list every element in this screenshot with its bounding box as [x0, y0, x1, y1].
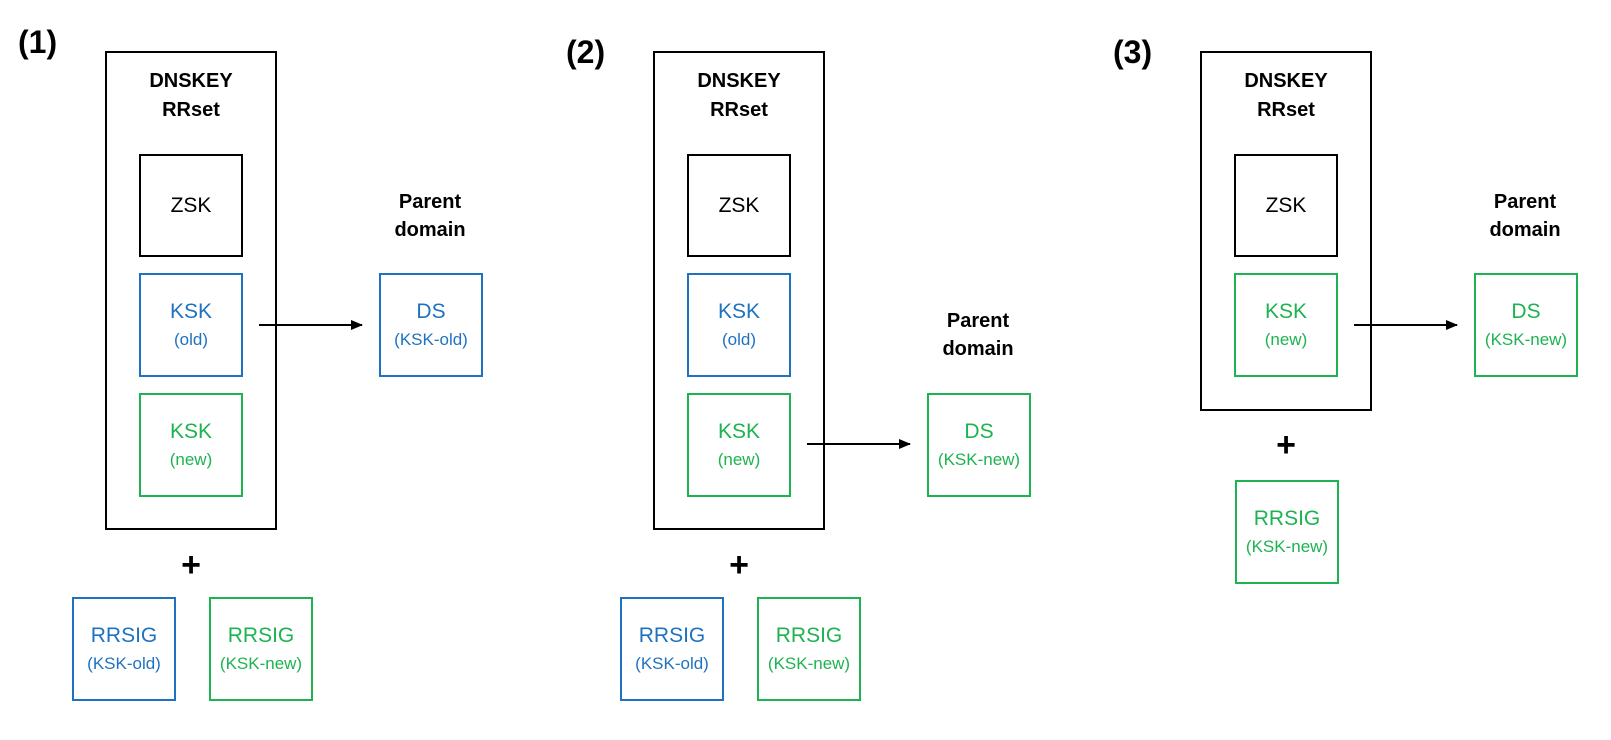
rrset-title-line1: DNSKEY	[697, 70, 781, 92]
parent-label-line1: Parent	[946, 310, 1010, 332]
rrsig-label: RRSIG	[1253, 507, 1321, 530]
rrsig-sublabel: (KSK-old)	[87, 654, 161, 673]
zsk-key: ZSK	[139, 154, 243, 257]
parent-label-line1: Parent	[398, 191, 462, 213]
step-label: (3)	[1113, 34, 1153, 70]
parent-domain-label: Parent domain	[1465, 188, 1585, 244]
parent-domain-label: Parent domain	[370, 188, 490, 244]
rrsig-label: RRSIG	[90, 624, 158, 647]
zsk-key: ZSK	[687, 154, 791, 257]
rrsig-ksk-new: RRSIG (KSK-new)	[209, 597, 313, 701]
parent-label-line2: domain	[1489, 219, 1561, 241]
rrset-title: DNSKEY RRset	[1202, 67, 1370, 125]
key-label: KSK	[169, 420, 213, 443]
key-sublabel: (new)	[169, 450, 213, 469]
ksk-old-key: KSK (old)	[687, 273, 791, 377]
rrsig-label: RRSIG	[227, 624, 295, 647]
key-label: ZSK	[1265, 193, 1307, 217]
rrset-title-line1: DNSKEY	[149, 70, 233, 92]
step-label: (1)	[18, 24, 58, 60]
ds-sublabel: (KSK-old)	[394, 330, 468, 349]
ksk-new-key: KSK (new)	[687, 393, 791, 497]
dnskey-rrset-box: DNSKEY RRset	[653, 51, 825, 530]
rrsig-sublabel: (KSK-new)	[1245, 537, 1329, 556]
key-sublabel: (old)	[721, 330, 756, 349]
dnskey-rrset-box: DNSKEY RRset	[105, 51, 277, 530]
ds-label: DS	[964, 420, 994, 443]
parent-label-line2: domain	[394, 219, 466, 241]
ds-record: DS (KSK-new)	[927, 393, 1031, 497]
ds-sublabel: (KSK-new)	[937, 450, 1021, 469]
rrset-title-line2: RRset	[1257, 99, 1315, 121]
ds-record: DS (KSK-new)	[1474, 273, 1578, 377]
rrset-title-line1: DNSKEY	[1244, 70, 1328, 92]
key-label: KSK	[1264, 300, 1308, 323]
key-label: KSK	[717, 300, 761, 323]
ksk-new-key: KSK (new)	[139, 393, 243, 497]
rrsig-sublabel: (KSK-new)	[767, 654, 851, 673]
plus-sign: +	[1276, 426, 1296, 464]
rrset-title-line2: RRset	[162, 99, 220, 121]
key-sublabel: (new)	[1264, 330, 1308, 349]
rrset-title-line2: RRset	[710, 99, 768, 121]
step-label: (2)	[566, 34, 606, 70]
ksk-new-key: KSK (new)	[1234, 273, 1338, 377]
parent-label-line1: Parent	[1493, 191, 1557, 213]
key-label: ZSK	[170, 193, 212, 217]
rrset-title: DNSKEY RRset	[107, 67, 275, 125]
key-sublabel: (new)	[717, 450, 761, 469]
rrsig-sublabel: (KSK-new)	[219, 654, 303, 673]
key-sublabel: (old)	[173, 330, 208, 349]
parent-label-line2: domain	[942, 338, 1014, 360]
rrsig-ksk-old: RRSIG (KSK-old)	[72, 597, 176, 701]
plus-sign: +	[729, 546, 749, 584]
rrsig-ksk-old: RRSIG (KSK-old)	[620, 597, 724, 701]
ds-sublabel: (KSK-new)	[1484, 330, 1568, 349]
rrsig-ksk-new: RRSIG (KSK-new)	[1235, 480, 1339, 584]
ds-label: DS	[1511, 300, 1541, 323]
rrset-title: DNSKEY RRset	[655, 67, 823, 125]
key-label: ZSK	[718, 193, 760, 217]
rrsig-ksk-new: RRSIG (KSK-new)	[757, 597, 861, 701]
ds-record: DS (KSK-old)	[379, 273, 483, 377]
key-label: KSK	[169, 300, 213, 323]
dnskey-rrset-box: DNSKEY RRset	[1200, 51, 1372, 411]
plus-sign: +	[181, 546, 201, 584]
zsk-key: ZSK	[1234, 154, 1338, 257]
rrsig-sublabel: (KSK-old)	[635, 654, 709, 673]
ds-label: DS	[416, 300, 446, 323]
ksk-old-key: KSK (old)	[139, 273, 243, 377]
parent-domain-label: Parent domain	[918, 307, 1038, 363]
key-label: KSK	[717, 420, 761, 443]
rrsig-label: RRSIG	[638, 624, 706, 647]
rrsig-label: RRSIG	[775, 624, 843, 647]
